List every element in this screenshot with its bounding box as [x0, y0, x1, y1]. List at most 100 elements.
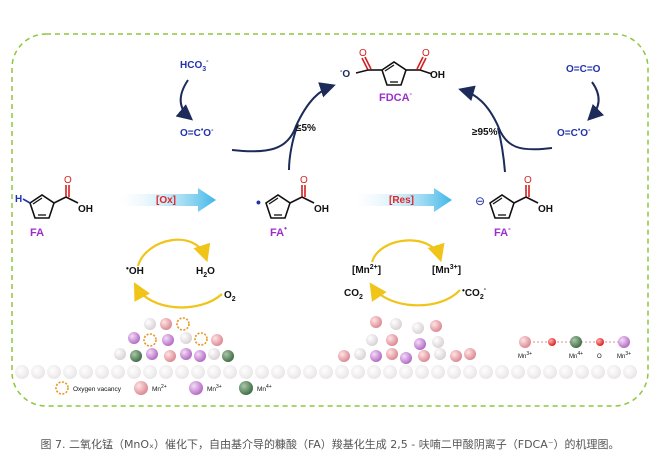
cycle-right-co2-text: CO: [344, 288, 359, 299]
fa-anion-label: FA-: [494, 224, 511, 239]
fdca-label: FDCA-: [379, 91, 413, 104]
fdca-o-minus-sup: -: [340, 68, 343, 75]
co2-right: O=C=O: [566, 64, 601, 75]
arrow-fa-radical-up: [288, 123, 299, 171]
yellow-cycle-left-top: [136, 238, 211, 267]
co2-radical-right-text: O=C: [557, 128, 578, 139]
legend: [55, 381, 253, 395]
cycle-left-oh: •OH: [126, 264, 144, 277]
fdca-carbonyl-o-right: O: [422, 48, 430, 59]
cycle-right-co2-radical-text: CO: [465, 288, 480, 299]
cycle-right-co2: CO2: [344, 288, 363, 301]
cycle-right-mn3-sup: 3+: [450, 264, 458, 271]
fa-molecule: [22, 185, 79, 219]
cycle-right-mn2-sup: 2+: [370, 264, 378, 271]
hco3-sup: -: [206, 58, 209, 65]
fa-label: FA: [30, 227, 44, 239]
arrow-right-to-fdca: [458, 85, 553, 151]
cycle-left-h2o-h: H: [196, 266, 203, 277]
co2-radical-right-dot: •: [578, 127, 581, 134]
co2-radical-right-sup: -: [588, 127, 591, 134]
fa-anion-molecule: [489, 185, 539, 219]
mn-chain: [519, 336, 630, 348]
hco3-sub: 3: [202, 66, 206, 73]
fa-radical-label-text: FA: [270, 227, 284, 239]
fdca-o-minus-text: O: [342, 69, 350, 80]
hco3-text: HCO: [180, 60, 202, 71]
chain-label-2-text: Mn: [569, 354, 577, 360]
fa-anion-label-text: FA: [494, 227, 508, 239]
fa-anion-o: O: [524, 175, 532, 186]
fa-radical-oh: OH: [314, 204, 329, 215]
cycle-right-mn2-text: [Mn: [352, 265, 370, 276]
co2-radical-right: O=C•O-: [557, 127, 591, 139]
mechanism-scheme: O O -O OH FDCA- HCO3- O=C•O- ≤5% O=C=O O…: [11, 33, 649, 407]
chain-label-1-sup: 3+: [526, 351, 532, 357]
co2-radical-left-dot: •: [201, 127, 204, 134]
cycle-right-co2-radical: •CO2-: [462, 286, 487, 301]
fdca-molecule: [355, 56, 433, 86]
fdca-label-text: FDCA: [379, 92, 410, 104]
fdca-o-minus: -O: [340, 68, 350, 80]
legend-mn4-sup: 4+: [266, 384, 272, 390]
legend-mn2-sup: 2+: [161, 384, 167, 390]
legend-mn3-label: Mn3+: [207, 384, 222, 393]
fdca-label-sup: -: [410, 91, 413, 98]
co2-radical-left-text: O=C: [180, 128, 201, 139]
cycle-right-mn3-end: ]: [458, 265, 461, 276]
cycle-left-o2-text: O: [224, 290, 232, 301]
cycle-left-h2o-o: O: [207, 266, 215, 277]
arrow-fa-anion-up: [497, 127, 506, 173]
legend-mn2-label: Mn2+: [152, 384, 167, 393]
fdca-oh: OH: [430, 70, 445, 81]
cycle-right-co2-radical-sub: 2: [480, 294, 484, 301]
chain-label-1-text: Mn: [518, 354, 526, 360]
co2-radical-right-end: O: [580, 128, 588, 139]
fa-h: H: [15, 194, 22, 205]
legend-mn4-label: Mn4+: [257, 384, 272, 393]
cycle-right-mn3-text: [Mn: [432, 265, 450, 276]
legend-mn2-text: Mn: [152, 386, 161, 393]
cycle-left-o2: O2: [224, 290, 236, 303]
legend-mn3-text: Mn: [207, 386, 216, 393]
res-label: [Res]: [389, 195, 414, 206]
fa-o: O: [64, 175, 72, 186]
pct-right: ≥95%: [472, 127, 498, 138]
legend-vacancy-swatch: [55, 381, 69, 395]
fa-anion-label-sup: -: [508, 224, 511, 233]
yellow-cycle-right-top: [370, 239, 445, 263]
chain-label-2: Mn4+: [569, 351, 583, 360]
cycle-right-mn2-end: ]: [378, 265, 381, 276]
yellow-cycle-right-bottom: [369, 282, 461, 307]
chain-label-1: Mn3+: [518, 351, 532, 360]
left-mnox-cluster: [114, 317, 234, 362]
floor-spheres: [15, 365, 637, 379]
cycle-right-co2-radical-dot: •: [462, 286, 465, 295]
arrow-hco3-to-co2rad: [175, 79, 194, 121]
res-arrow: [356, 188, 452, 212]
chain-label-4-sup: 3+: [625, 351, 631, 357]
fa-radical-o: O: [300, 175, 308, 186]
cycle-left-oh-dot: •: [126, 264, 129, 273]
arrow-co2-to-radical-right: [587, 81, 605, 121]
figure-caption: 图 7. 二氧化锰（MnOₓ）催化下，自由基介导的糠酸（FA）羧基化生成 2,5…: [40, 438, 620, 451]
cycle-left-oh-text: OH: [129, 266, 144, 277]
legend-mn3-sup: 3+: [216, 384, 222, 390]
arrow-left-to-fdca: [231, 82, 336, 153]
yellow-cycle-left-bottom: [133, 282, 223, 309]
cycle-left-h2o: H2O: [196, 266, 215, 279]
cycle-right-mn2: [Mn2+]: [352, 264, 381, 276]
fa-anion-mark: ⊖: [475, 194, 485, 208]
fa-anion-oh: OH: [538, 204, 553, 215]
cycle-left-h2o-sub: 2: [203, 272, 207, 279]
co2-radical-left-sup: -: [211, 127, 214, 134]
cycle-right-mn3: [Mn3+]: [432, 264, 461, 276]
legend-mn4-text: Mn: [257, 386, 266, 393]
fa-radical-label: FA•: [270, 224, 287, 239]
fdca-carbonyl-o-left: O: [359, 48, 367, 59]
ox-arrow: [120, 188, 216, 212]
legend-mn3-swatch: [189, 381, 203, 395]
dashed-frame: [11, 33, 649, 407]
co2-radical-left-end: O: [203, 128, 211, 139]
fa-radical-mark: •: [256, 194, 261, 210]
